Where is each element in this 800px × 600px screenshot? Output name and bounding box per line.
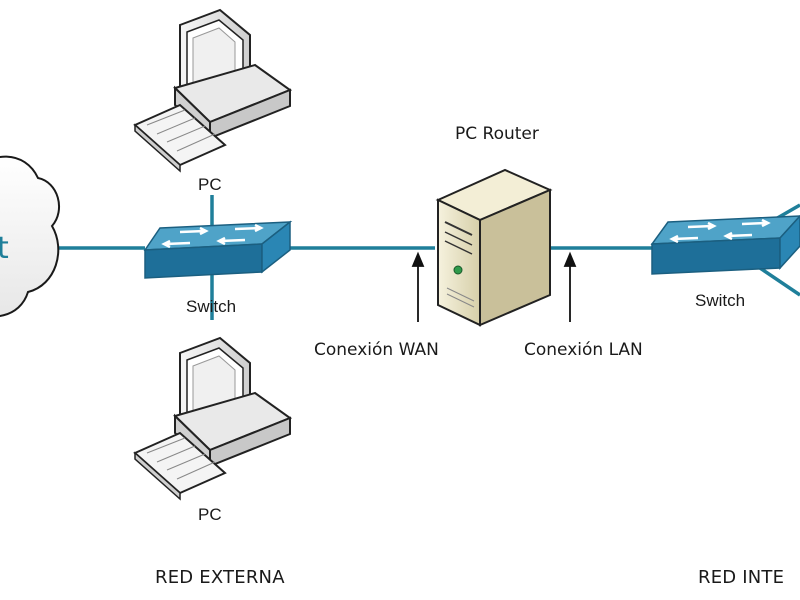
switch-left-label: Switch — [186, 297, 237, 316]
pc-top-label: PC — [198, 175, 222, 194]
region-external-label: RED EXTERNA — [155, 567, 285, 588]
pc-icon — [133, 8, 293, 173]
server-icon — [435, 168, 553, 327]
cloud-icon: t — [0, 155, 61, 317]
pc-bottom-label: PC — [198, 505, 222, 524]
link-switch-right-down — [759, 266, 800, 297]
switch-icon — [650, 214, 800, 275]
switch-right-label: Switch — [695, 291, 746, 310]
arrow-up-icon — [411, 251, 425, 322]
arrow-up-icon — [563, 251, 577, 322]
region-internal-label: RED INTE — [698, 567, 785, 588]
router-label: PC Router — [455, 124, 539, 144]
switch-icon — [143, 220, 293, 279]
lan-label: Conexión LAN — [524, 340, 643, 360]
wan-label: Conexión WAN — [314, 340, 439, 360]
cloud-label: t — [0, 231, 9, 266]
pc-icon — [133, 336, 293, 501]
